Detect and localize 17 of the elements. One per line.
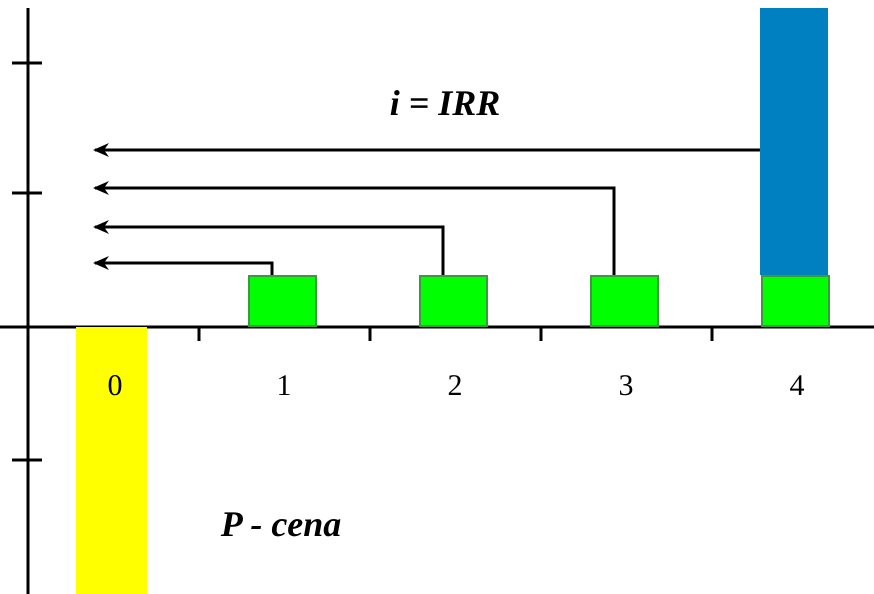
discount-arrow [93, 256, 274, 275]
cash-flow-bar [419, 275, 488, 327]
price-label: P - cena [220, 506, 342, 542]
period-number: 3 [618, 371, 634, 401]
period-number: 0 [108, 371, 122, 401]
period-number: 2 [448, 371, 462, 401]
discount-arrow [93, 143, 760, 157]
period-number: 4 [790, 371, 804, 401]
rate-label: i = IRR [390, 85, 500, 121]
discount-arrow [93, 220, 444, 275]
principal-bar [760, 8, 828, 275]
cash-flow-bar [590, 275, 659, 327]
negative-cash-flow-bar [76, 327, 147, 594]
cash-flow-bar [761, 275, 830, 327]
discount-arrow [93, 181, 616, 275]
cash-flow-bar [248, 275, 317, 327]
period-number: 1 [276, 371, 292, 401]
